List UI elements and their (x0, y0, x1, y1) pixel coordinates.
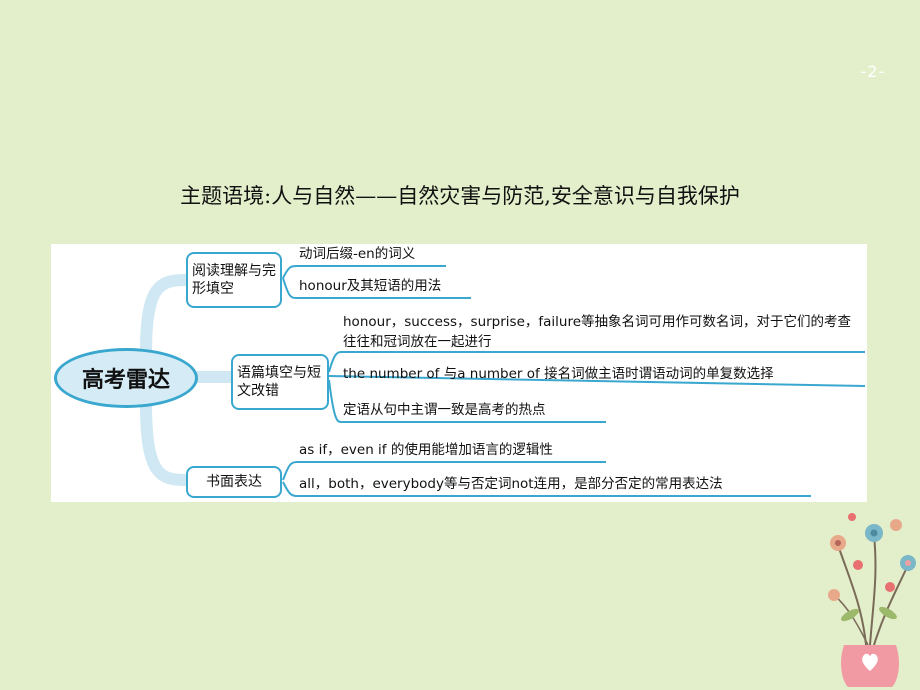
slide-title: 主题语境:人与自然——自然灾害与防范,安全意识与自我保护 (180, 184, 740, 208)
leaf-honour-phrases: honour及其短语的用法 (299, 278, 442, 294)
leaf-en-suffix: 动词后缀-en的词义 (299, 246, 416, 262)
root-node: 高考雷达 (54, 348, 198, 408)
branch-cloze: 语篇填空与短文改错 (231, 354, 329, 410)
mind-map-connectors (140, 265, 866, 497)
leaf-abstract-nouns: honour，success，surprise，failure等抽象名词可用作可… (343, 314, 852, 350)
leaf-as-if: as if，even if 的使用能增加语言的逻辑性 (299, 442, 553, 458)
branch-writing: 书面表达 (186, 466, 282, 498)
page-number: -2- (860, 62, 886, 81)
leaf-partial-negation: all，both，everybody等与否定词not连用，是部分否定的常用表达法 (299, 476, 723, 492)
mind-map: 高考雷达 阅读理解与完形填空 语篇填空与短文改错 书面表达 动词后缀-en的词义… (51, 244, 867, 502)
leaf-relative-clause: 定语从句中主谓一致是高考的热点 (343, 402, 546, 418)
flower-vase-illustration (828, 513, 916, 687)
leaf-number-agreement: the number of 与a number of 接名词做主语时谓语动词的单… (343, 366, 774, 382)
branch-reading: 阅读理解与完形填空 (186, 252, 282, 308)
